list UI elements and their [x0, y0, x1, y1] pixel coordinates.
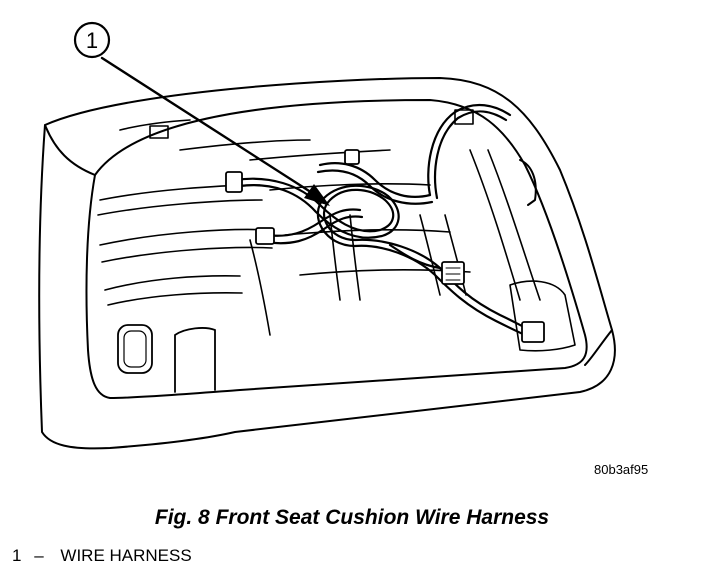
mount-tab-right — [454, 109, 474, 125]
callout-circle — [73, 21, 111, 59]
legend-dash: – — [34, 546, 44, 565]
callout-leader — [100, 56, 322, 200]
connector-top — [344, 149, 360, 165]
cushion-inner-rim — [85, 99, 588, 399]
figure-reference-code: 80b3af95 — [594, 462, 649, 477]
connector-center-left — [255, 227, 275, 245]
rear-pocket-right — [509, 280, 576, 352]
side-bolster-tab — [519, 159, 537, 206]
callout-arrowhead — [304, 184, 330, 206]
figure-caption: Fig. 8 Front Seat Cushion Wire Harness — [154, 506, 550, 529]
cushion-front-lip — [44, 124, 96, 176]
connector-lower-right — [521, 321, 545, 343]
wire-harness — [233, 103, 537, 340]
harness-connectors — [225, 149, 545, 343]
cushion-slot-left — [117, 324, 153, 374]
seat-cushion-illustration: 1 — [38, 21, 616, 450]
callout-number: 1 — [86, 28, 98, 53]
legend-number: 1 — [12, 546, 22, 565]
legend-label: WIRE HARNESS — [60, 546, 192, 565]
frame-ribs — [97, 119, 541, 336]
legend-item: 1 – WIRE HARNESS — [12, 546, 192, 566]
cushion-shell-outline — [38, 77, 616, 450]
connector-right — [441, 261, 465, 285]
connector-upper-left — [225, 171, 243, 193]
cushion-post — [174, 327, 216, 393]
mount-tab-left — [149, 125, 169, 139]
